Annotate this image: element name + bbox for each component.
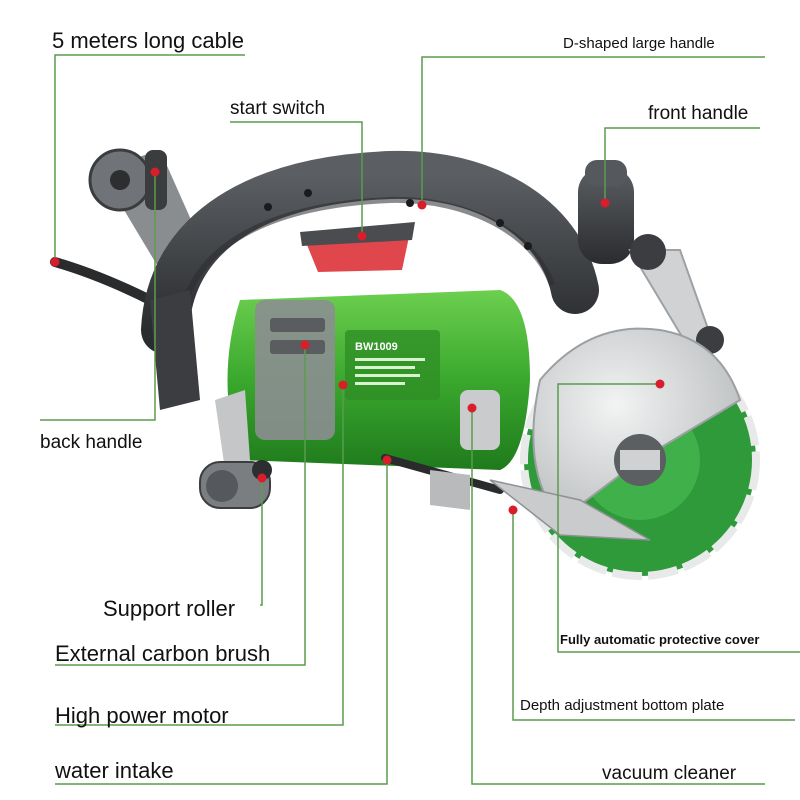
front-top-roller-arm: [628, 234, 724, 354]
label-depth-plate: Depth adjustment bottom plate: [520, 697, 725, 714]
leader-back-handle: [40, 172, 156, 421]
label-back-handle: back handle: [40, 432, 143, 453]
depth-plate: [489, 479, 651, 541]
dot-cable: [50, 257, 60, 267]
leader-motor: [55, 385, 344, 726]
front-handle-knob: [578, 160, 634, 264]
dot-d-handle: [417, 200, 427, 210]
dot-water-intake: [382, 455, 392, 465]
support-roller-wheel: [199, 460, 272, 509]
model-text: BW1009: [355, 341, 398, 353]
leader-carbon-brush: [55, 345, 306, 666]
protective-cover: [532, 327, 742, 522]
callout-dots: [50, 167, 665, 515]
dot-protective-cover: [655, 379, 665, 389]
label-water-intake: water intake: [55, 758, 174, 783]
label-start-switch: start switch: [230, 98, 326, 119]
label-vacuum: vacuum cleaner: [602, 763, 737, 784]
leader-protective-cover: [557, 383, 800, 653]
dot-carbon-brush: [300, 340, 310, 350]
dot-depth-plate: [508, 505, 518, 515]
power-cable: [50, 257, 155, 305]
leader-d-handle: [421, 56, 765, 205]
dot-support-roller: [257, 473, 267, 483]
dot-motor: [338, 380, 348, 390]
leader-start-switch: [230, 121, 363, 236]
label-cable: 5 meters long cable: [52, 28, 244, 53]
water-intake-hose: [381, 454, 504, 510]
dot-front-handle: [600, 198, 610, 208]
green-motor-housing: BW1009: [227, 290, 530, 470]
dot-vacuum: [467, 403, 477, 413]
label-protective-cover: Fully automatic protective cover: [560, 632, 760, 647]
label-front-handle: front handle: [648, 103, 749, 124]
leader-lines: [40, 54, 800, 785]
leader-water-intake: [55, 460, 388, 785]
leader-depth-plate: [512, 510, 795, 721]
leader-vacuum: [471, 408, 765, 785]
dot-back-handle: [150, 167, 160, 177]
label-d-handle: D-shaped large handle: [563, 35, 715, 52]
leader-support-roller: [260, 478, 263, 606]
rear-bracket: [150, 290, 250, 470]
start-switch-trigger: [300, 222, 415, 272]
d-shaped-handle: [141, 150, 599, 354]
dot-start-switch: [357, 231, 367, 241]
label-support-roller: Support roller: [103, 596, 236, 621]
leader-front-handle: [604, 127, 760, 203]
label-motor: High power motor: [55, 703, 229, 728]
leader-cable: [54, 54, 245, 262]
label-carbon-brush: External carbon brush: [55, 641, 271, 666]
